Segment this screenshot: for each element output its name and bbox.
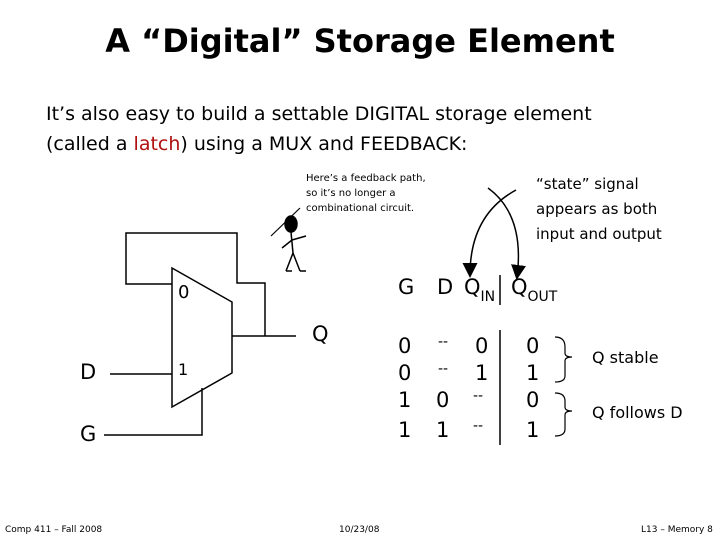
cell-qout-2: 0 xyxy=(526,388,540,412)
footer-date: 10/23/08 xyxy=(339,525,380,535)
state-arrow-to-qin xyxy=(462,189,517,278)
q-output-label: Q xyxy=(312,322,329,346)
cell-g-3: 1 xyxy=(398,418,412,442)
intro-prefix: (called a xyxy=(46,133,134,155)
cell-d-3: 1 xyxy=(436,418,450,442)
cell-g-0: 0 xyxy=(398,334,412,358)
state-note-line: appears as both xyxy=(536,200,658,218)
feedback-note-line: Here’s a feedback path, xyxy=(306,173,426,184)
feedback-wire xyxy=(125,232,266,336)
slide-title: A “Digital” Storage Element xyxy=(105,22,615,60)
footer-slide: L13 – Memory 8 xyxy=(641,525,713,535)
mux-input-1-label: 1 xyxy=(178,360,189,379)
header-d: D xyxy=(437,275,454,299)
g-input-label: G xyxy=(80,422,97,446)
header-qin: QIN xyxy=(464,275,495,305)
state-note-line: input and output xyxy=(536,225,662,243)
select-wire xyxy=(104,388,203,436)
d-input-label: D xyxy=(80,360,97,384)
cell-qin-0: 0 xyxy=(475,334,489,358)
state-arrow-to-qout xyxy=(487,187,526,280)
mux-input-0-label: 0 xyxy=(178,282,190,303)
header-g: G xyxy=(398,275,415,299)
intro-suffix: ) using a MUX and FEEDBACK: xyxy=(180,133,468,155)
annotation-q-stable: Q stable xyxy=(592,348,659,367)
feedback-note-line: combinational circuit. xyxy=(306,203,415,214)
cell-qout-3: 1 xyxy=(526,418,540,442)
cell-d-1: -- xyxy=(438,361,449,377)
cell-qin-1: 1 xyxy=(475,361,489,385)
state-note: “state” signal appears as both input and… xyxy=(536,172,662,247)
feedback-note: Here’s a feedback path, so it’s no longe… xyxy=(306,171,426,216)
annotation-q-follows-d: Q follows D xyxy=(592,403,683,422)
brace-top xyxy=(554,336,573,383)
header-qin-sub: IN xyxy=(480,289,496,305)
header-qin-q: Q xyxy=(464,275,481,299)
cell-qin-3: -- xyxy=(473,418,484,434)
cell-qin-2: -- xyxy=(473,388,484,404)
header-qout-sub: OUT xyxy=(527,289,558,305)
header-qout: QOUT xyxy=(511,275,557,305)
cell-qout-1: 1 xyxy=(526,361,540,385)
cell-g-2: 1 xyxy=(398,388,412,412)
latch-term: latch xyxy=(133,133,181,155)
mux-body xyxy=(171,266,233,409)
cell-qout-0: 0 xyxy=(526,334,540,358)
footer-course: Comp 411 – Fall 2008 xyxy=(5,525,103,535)
intro-line-1: It’s also easy to build a settable DIGIT… xyxy=(46,103,592,125)
header-qout-q: Q xyxy=(511,275,528,299)
cell-g-1: 0 xyxy=(398,361,412,385)
stick-figure-icon xyxy=(281,215,307,272)
cell-d-0: -- xyxy=(438,334,449,350)
state-note-line: “state” signal xyxy=(536,175,639,193)
feedback-note-line: so it’s no longer a xyxy=(306,188,396,199)
cell-d-2: 0 xyxy=(436,388,450,412)
intro-line-2: (called a latch) using a MUX and FEEDBAC… xyxy=(46,133,467,155)
brace-bottom xyxy=(554,392,573,437)
